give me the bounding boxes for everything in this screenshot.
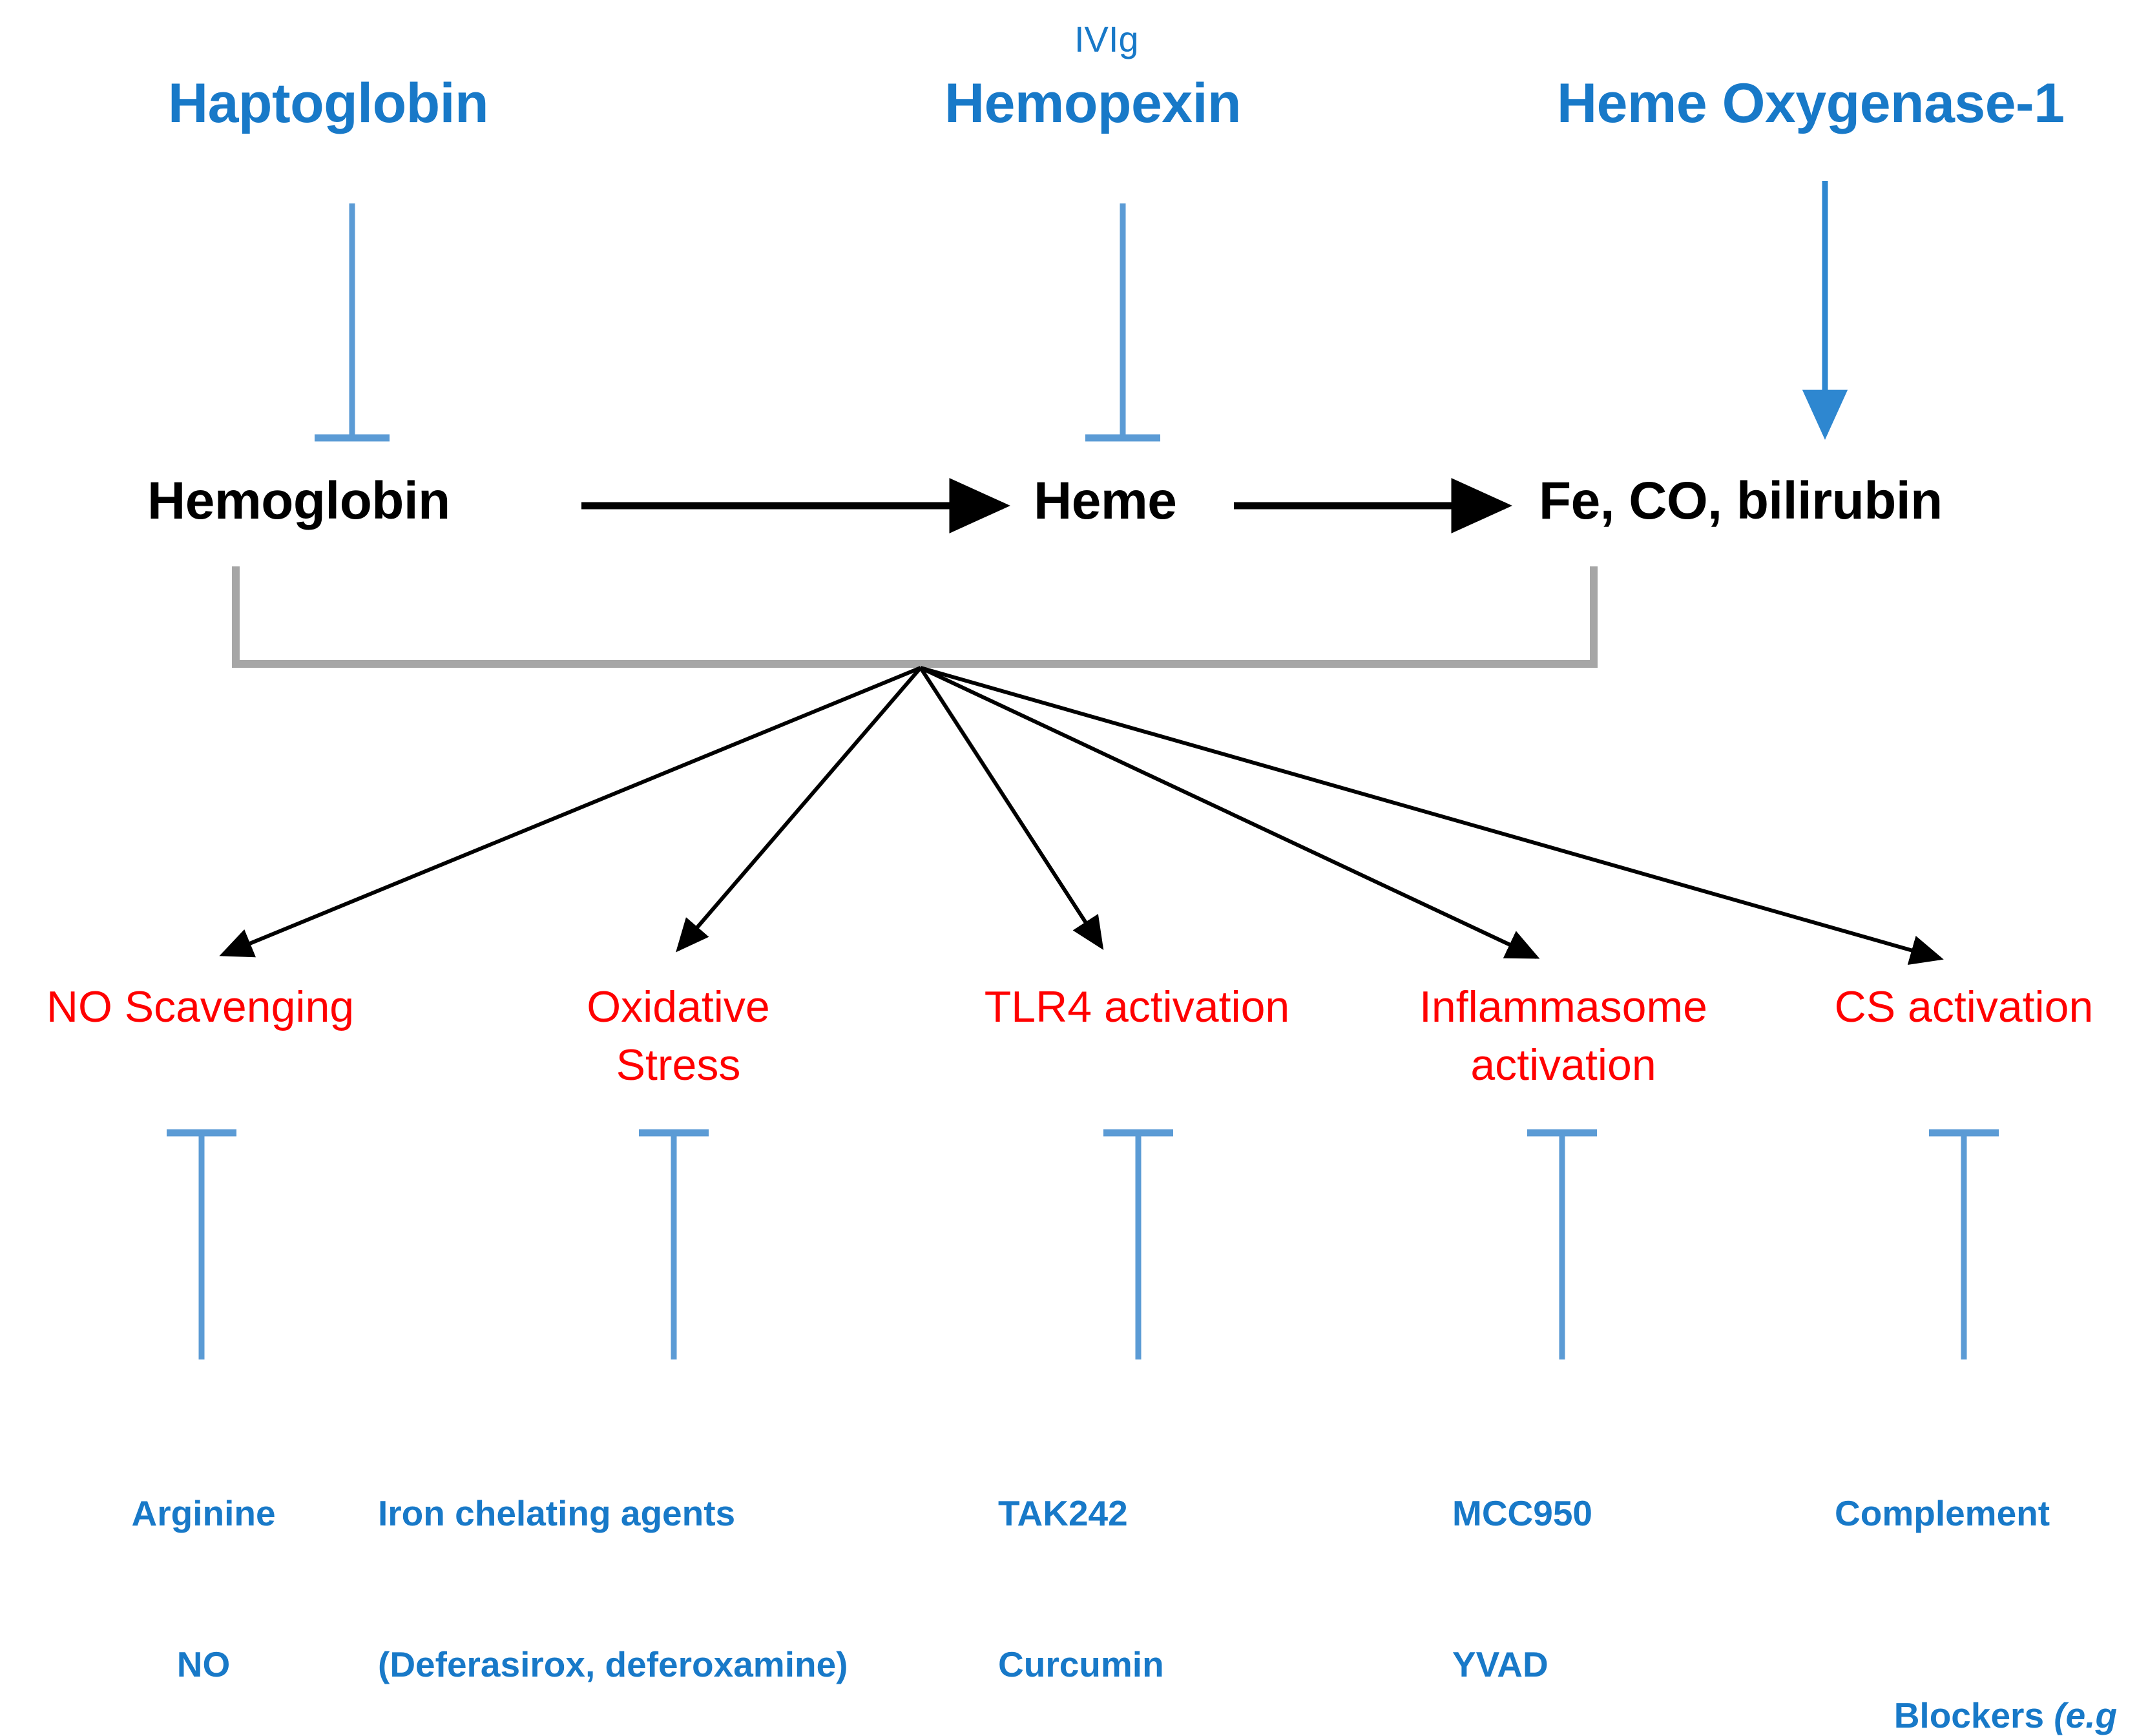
- fanout-arrow-cs-activation: [920, 666, 1944, 965]
- fanout-arrow-inflammasome-activation: [919, 666, 1540, 959]
- cs-blockers-prefix: Blockers: [1893, 1695, 2054, 1735]
- inhibitor-list-oxidative-stress[interactable]: Iron chelating agents (Deferasirox, defe…: [378, 1387, 959, 1736]
- inhibitor-list-no-scavenging[interactable]: Arginine NO: [78, 1387, 329, 1736]
- fanout-arrow-tlr4-activation: [919, 666, 1104, 951]
- list-item: Arginine: [131, 1493, 276, 1534]
- regulator-heme-oxygenase-1[interactable]: Heme Oxygenase-1: [1557, 72, 2065, 134]
- list-item: MCC950: [1452, 1493, 1593, 1534]
- effect-label-oxidative-stress[interactable]: Oxidative Stress: [587, 982, 770, 1090]
- regulator-hemopexin-note: IVIg: [1074, 19, 1139, 59]
- inhibitor-list-cs-activation[interactable]: Complement Blockers (e.g Eculizumab): [1835, 1387, 2138, 1736]
- connector-haptoglobin-inhibits-hemoglobin: [315, 203, 390, 442]
- list-item: TAK242: [998, 1493, 1128, 1534]
- list-item: NO: [176, 1644, 231, 1685]
- pathway-node-hemoglobin[interactable]: Hemoglobin: [147, 471, 450, 530]
- list-item: Curcumin: [998, 1644, 1164, 1685]
- effect-label-cs-activation[interactable]: CS activation: [1834, 982, 2094, 1031]
- effect-label-inflammasome-activation[interactable]: Inflammasome activation: [1419, 982, 1707, 1090]
- list-item: Complement: [1835, 1493, 2050, 1534]
- fanout-arrow-oxidative-stress: [676, 666, 923, 953]
- regulator-hemopexin[interactable]: Hemopexin: [944, 72, 1242, 134]
- inhibitor-bar-tlr4-activation: [1103, 1129, 1173, 1359]
- regulator-haptoglobin[interactable]: Haptoglobin: [168, 72, 489, 134]
- inhibitor-bar-cs-activation: [1929, 1129, 1999, 1359]
- list-item: YVAD: [1452, 1644, 1548, 1685]
- list-item: (Deferasirox, deferoxamine): [378, 1644, 848, 1685]
- pathway-node-heme[interactable]: Heme: [1034, 471, 1177, 530]
- inhibitor-bars: [167, 1129, 1999, 1359]
- pathway-brace: [232, 566, 1598, 668]
- inhibitor-bar-no-scavenging: [167, 1129, 236, 1359]
- effect-label-tlr4-activation[interactable]: TLR4 activation: [984, 982, 1290, 1031]
- inhibitor-list-inflammasome-activation[interactable]: MCC950 YVAD: [1452, 1387, 1736, 1736]
- fanout-arrows: [219, 666, 1944, 965]
- list-item: Blockers (e.g: [1835, 1639, 2138, 1736]
- fanout-arrow-no-scavenging: [219, 666, 922, 958]
- connector-hemopexin-inhibits-heme: [1085, 203, 1160, 442]
- list-item: Iron chelating agents: [378, 1493, 736, 1534]
- pathway-node-fe-co-bilirubin[interactable]: Fe, CO, bilirubin: [1539, 471, 1943, 530]
- cs-blockers-italic: (e.g: [2054, 1695, 2118, 1735]
- inhibitor-bar-oxidative-stress: [639, 1129, 709, 1359]
- effect-label-no-scavenging[interactable]: NO Scavenging: [46, 982, 355, 1031]
- inhibitor-bar-inflammasome-activation: [1527, 1129, 1597, 1359]
- inhibitor-list-tlr4-activation[interactable]: TAK242 Curcumin Loganectin CD14 inhibito…: [998, 1387, 1360, 1736]
